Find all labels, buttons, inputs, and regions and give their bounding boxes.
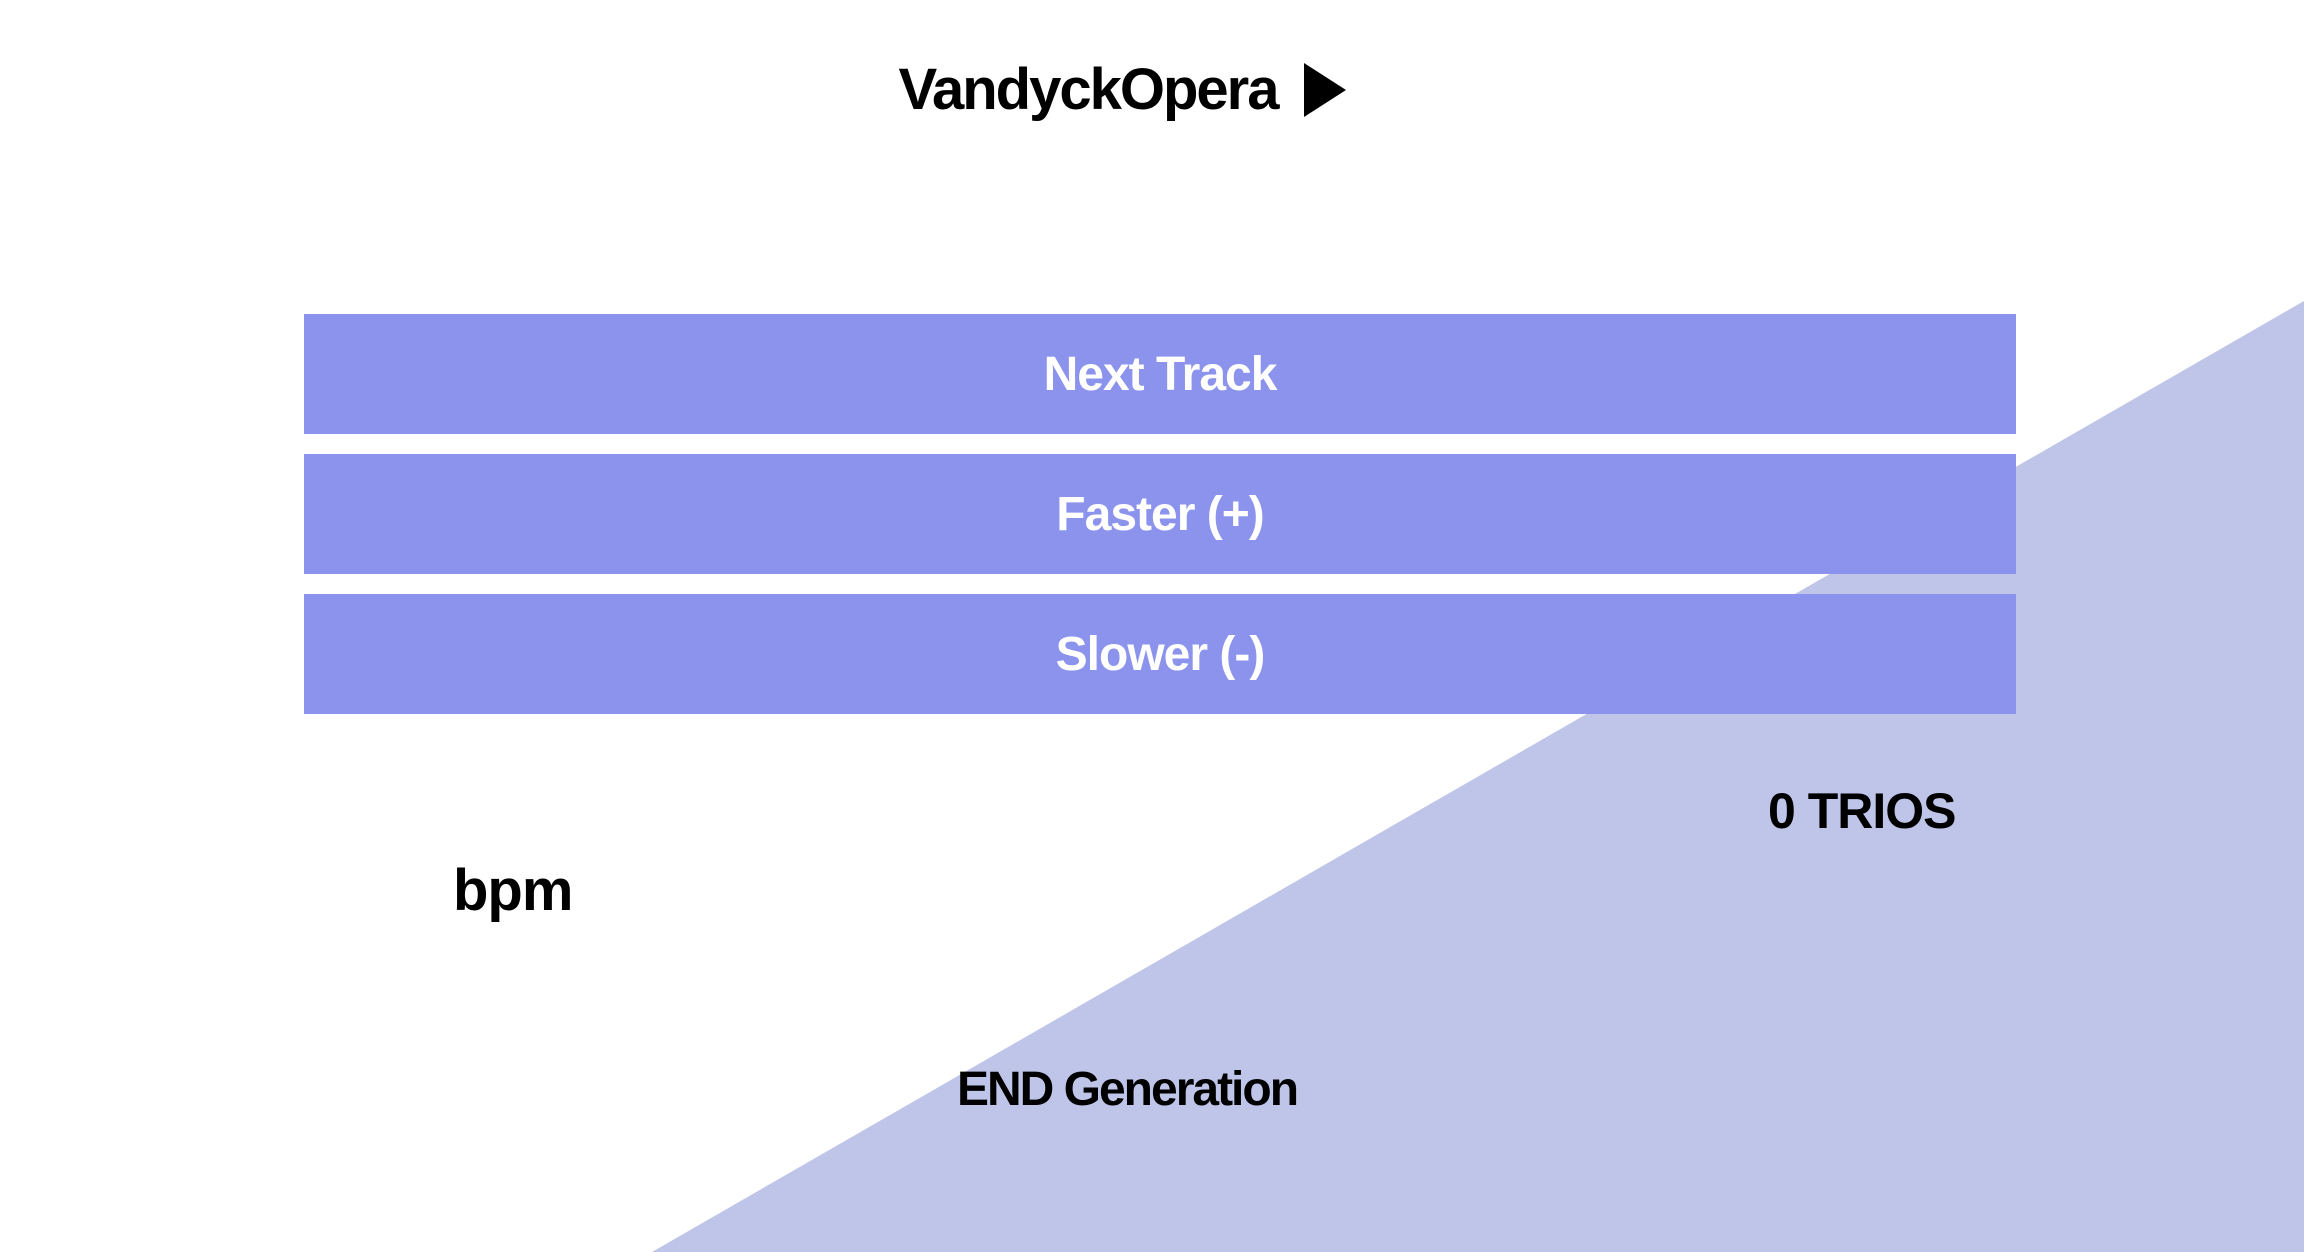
faster-label: Faster (+) [1056, 487, 1264, 541]
header: VandyckOpera [0, 58, 2274, 122]
trios-count: 0 TRIOS [1768, 783, 1956, 839]
bpm-label: bpm [453, 858, 573, 923]
end-generation-button[interactable]: END Generation [956, 1063, 1299, 1116]
faster-button[interactable]: Faster (+) [304, 454, 2016, 574]
slower-button[interactable]: Slower (-) [304, 594, 2016, 714]
page-title: VandyckOpera [898, 57, 1280, 122]
next-track-button[interactable]: Next Track [304, 314, 2016, 434]
play-icon[interactable] [1303, 62, 1346, 117]
slower-label: Slower (-) [1055, 627, 1266, 681]
next-track-label: Next Track [1043, 347, 1278, 401]
control-button-stack: Next Track Faster (+) Slower (-) [304, 314, 2016, 714]
